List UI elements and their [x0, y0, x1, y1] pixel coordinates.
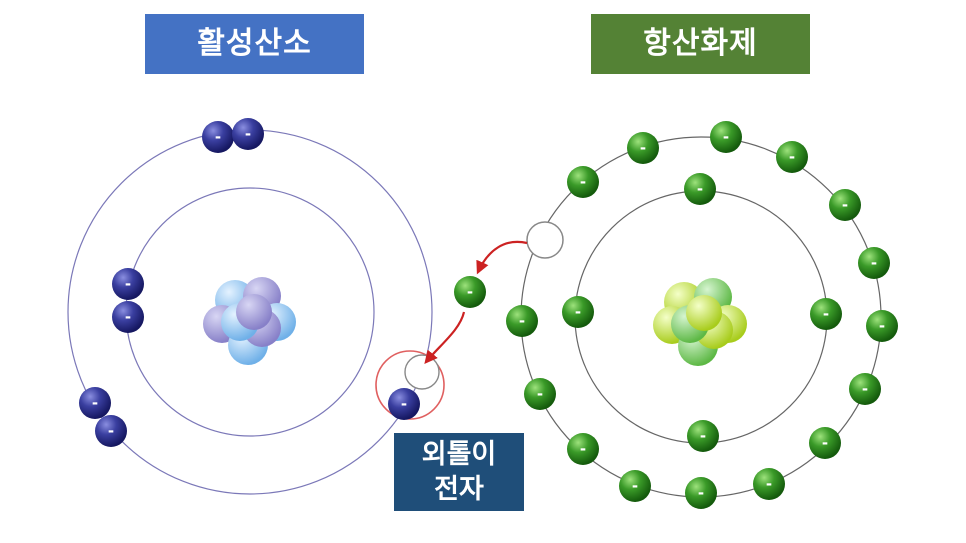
antioxidant-electron-symbol: - [697, 180, 703, 198]
free-electron-vacancy [404, 354, 440, 390]
free-radical-electron-symbol: - [92, 394, 98, 412]
free-radical-electron-symbol: - [215, 128, 221, 146]
antioxidant-electron [776, 141, 808, 173]
antioxidant-electron [506, 305, 538, 337]
antioxidant-electron [627, 132, 659, 164]
antioxidant-electron-symbol: - [789, 148, 795, 166]
antioxidant-electron-symbol: - [580, 173, 586, 191]
free-radical-electron [79, 387, 111, 419]
antioxidant-electron [684, 173, 716, 205]
antioxidant-title: 항산화제 [591, 14, 810, 74]
antioxidant-electron-symbol: - [575, 303, 581, 321]
donated-electron [454, 276, 486, 308]
antioxidant-electron-symbol: - [519, 312, 525, 330]
antioxidant-electron [753, 468, 785, 500]
electron-vacancy [526, 221, 564, 259]
antioxidant-electron [866, 310, 898, 342]
free-radical-electron-symbol: - [108, 422, 114, 440]
antioxidant-electron [524, 378, 556, 410]
antioxidant-electron [858, 247, 890, 279]
free-radical-electron [95, 415, 127, 447]
antioxidant-electron-symbol: - [879, 317, 885, 335]
antioxidant-electron [562, 296, 594, 328]
antioxidant-electron-symbol: - [862, 380, 868, 398]
right-nucleus [653, 278, 747, 366]
antioxidant-electron [619, 470, 651, 502]
antioxidant-electron [710, 121, 742, 153]
free-electron-symbol: - [401, 395, 407, 413]
free-radical-electron-symbol: - [245, 125, 251, 143]
antioxidant-electron [687, 420, 719, 452]
antioxidant-electron-symbol: - [640, 139, 646, 157]
antioxidant-electron-symbol: - [580, 440, 586, 458]
donation-arrow-1 [476, 240, 528, 275]
donated-electron-symbol: - [467, 283, 473, 301]
free-radical-electron-symbol: - [125, 308, 131, 326]
free-electron-highlight [375, 350, 445, 420]
free-electron-label: 외톨이 전자 [394, 433, 524, 511]
antioxidant-electron [809, 427, 841, 459]
antioxidant-electron-symbol: - [537, 385, 543, 403]
free-radical-title: 활성산소 [145, 14, 364, 74]
free-electron-label-line1: 외톨이 [421, 439, 497, 470]
free-electron [388, 388, 420, 420]
antioxidant-electron-symbol: - [698, 484, 704, 502]
antioxidant-electron-symbol: - [842, 196, 848, 214]
free-electron-label-line2: 전자 [434, 474, 484, 505]
donation-arrow-2 [424, 311, 466, 365]
antioxidant-electron-symbol: - [822, 434, 828, 452]
free-radical-electron [232, 118, 264, 150]
antioxidant-electron-symbol: - [700, 427, 706, 445]
antioxidant-electron [685, 477, 717, 509]
free-radical-electron [112, 301, 144, 333]
antioxidant-electron [567, 166, 599, 198]
free-radical-electron [202, 121, 234, 153]
antioxidant-electron [829, 189, 861, 221]
antioxidant-electron-symbol: - [723, 128, 729, 146]
antioxidant-electron [567, 433, 599, 465]
antioxidant-electron-symbol: - [823, 305, 829, 323]
antioxidant-electron-symbol: - [871, 254, 877, 272]
left-nucleus [203, 277, 296, 365]
antioxidant-electron-symbol: - [632, 477, 638, 495]
free-radical-electron-symbol: - [125, 275, 131, 293]
antioxidant-electron-symbol: - [766, 475, 772, 493]
antioxidant-electron [810, 298, 842, 330]
antioxidant-electron [849, 373, 881, 405]
free-radical-electron [112, 268, 144, 300]
